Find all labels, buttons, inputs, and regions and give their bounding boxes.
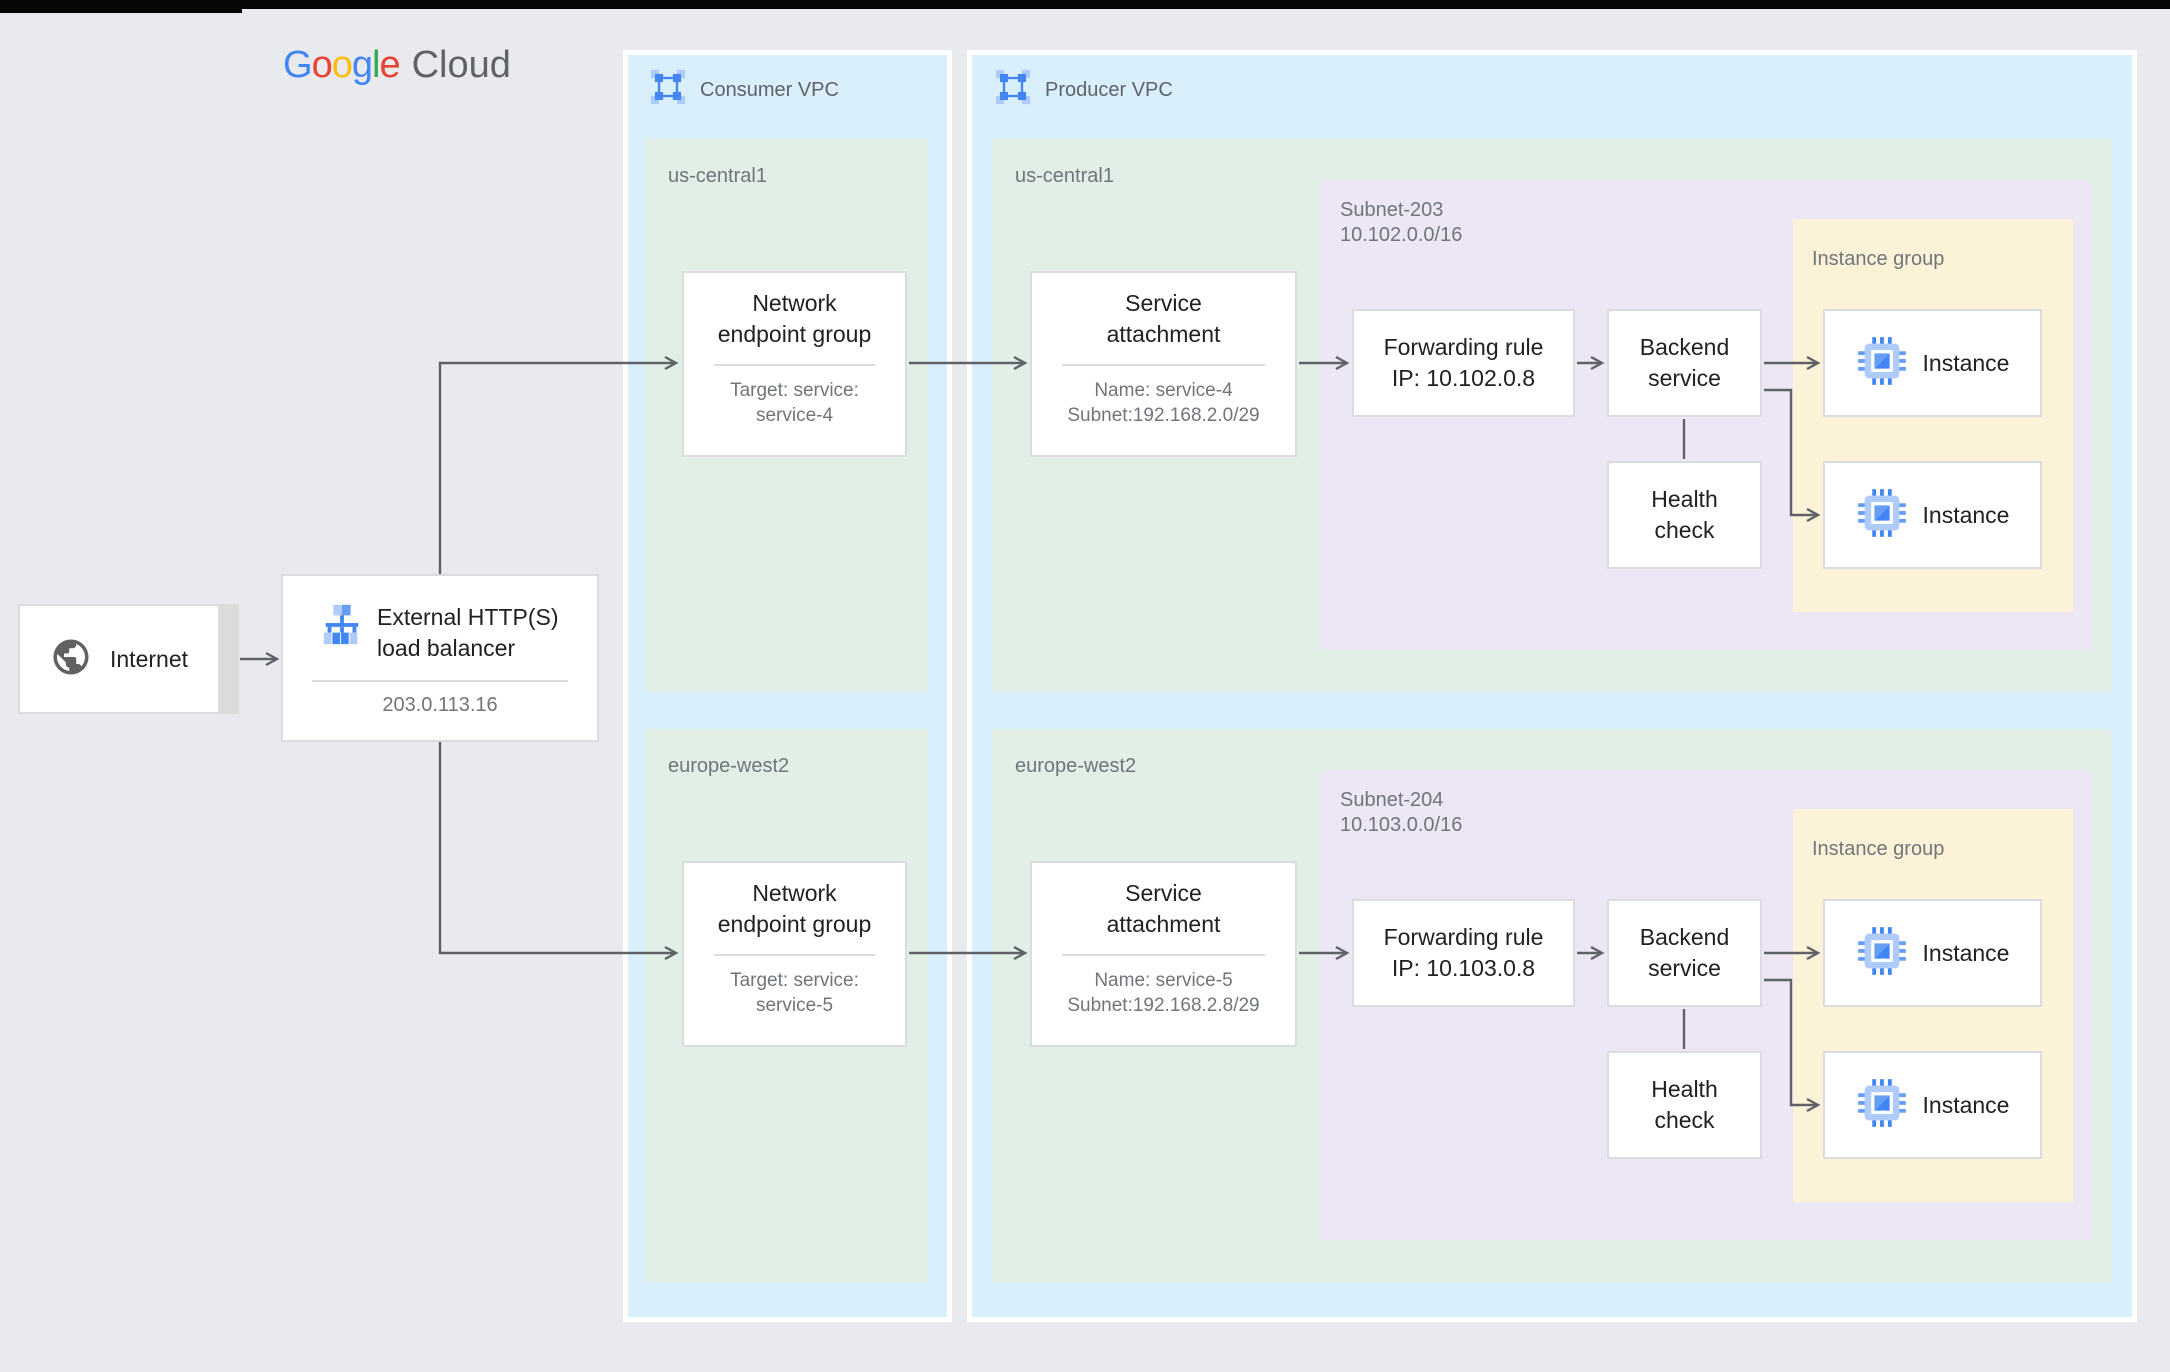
- instance-label: Instance: [1922, 1091, 2010, 1118]
- neg-title: Network endpoint group: [717, 290, 872, 347]
- compute-instance-icon: [1856, 487, 1908, 544]
- instance-group-bottom-label: Instance group: [1812, 838, 1945, 860]
- service-attachment-top: Service attachment Name: service-4 Subne…: [1030, 271, 1297, 457]
- neg-target: Target: service: service-5: [730, 970, 859, 1016]
- producer-vpc-label: Producer VPC: [1045, 78, 1173, 101]
- logo-letter: o: [311, 43, 333, 86]
- subnet-name: Subnet-203: [1340, 199, 1444, 221]
- health-check-top: Health check: [1607, 461, 1762, 569]
- logo-cloud-text: Cloud: [411, 43, 511, 86]
- load-balancer-divider: [312, 680, 568, 682]
- internet-label: Internet: [110, 645, 188, 672]
- divider: [1062, 954, 1265, 956]
- internet-node: Internet: [18, 604, 220, 714]
- logo-letter: l: [371, 43, 381, 86]
- subnet-name: Subnet-204: [1340, 789, 1444, 811]
- consumer-vpc-header: Consumer VPC: [650, 69, 839, 111]
- vpc-network-icon: [650, 69, 686, 111]
- neg-title: Network endpoint group: [717, 880, 872, 937]
- instance-node: Instance: [1823, 461, 2042, 569]
- network-endpoint-group-top: Network endpoint group Target: service: …: [682, 271, 907, 457]
- load-balancer-ip: 203.0.113.16: [382, 694, 498, 716]
- compute-instance-icon: [1856, 925, 1908, 982]
- forwarding-rule-bottom: Forwarding rule IP: 10.103.0.8: [1352, 899, 1575, 1007]
- backend-service-top: Backend service: [1607, 309, 1762, 417]
- logo-letter: o: [331, 43, 353, 86]
- producer-region-europe-west2-label: europe-west2: [1015, 755, 1137, 777]
- instance-label: Instance: [1922, 501, 2010, 528]
- service-attachment-bottom: Service attachment Name: service-5 Subne…: [1030, 861, 1297, 1047]
- instance-node: Instance: [1823, 1051, 2042, 1159]
- neg-target: Target: service: service-4: [730, 380, 859, 426]
- service-attachment-details: Name: service-5 Subnet:192.168.2.8/29: [1067, 970, 1260, 1016]
- compute-instance-icon: [1856, 1077, 1908, 1134]
- consumer-vpc-label: Consumer VPC: [700, 78, 839, 101]
- instance-group-top-label: Instance group: [1812, 248, 1945, 270]
- instance-node: Instance: [1823, 309, 2042, 417]
- internet-box-shadow: [220, 604, 239, 714]
- compute-instance-icon: [1856, 335, 1908, 392]
- logo-letter: g: [351, 43, 373, 86]
- load-balancer-icon: [319, 601, 365, 652]
- globe-icon: [50, 636, 92, 683]
- instance-label: Instance: [1922, 939, 2010, 966]
- logo-letter: G: [283, 43, 313, 86]
- consumer-region-europe-west2-label: europe-west2: [668, 755, 790, 777]
- subnet-204-label: Subnet-204 10.103.0.0/16: [1340, 788, 1462, 838]
- divider: [1062, 364, 1265, 366]
- health-check-bottom: Health check: [1607, 1051, 1762, 1159]
- vpc-network-icon: [995, 69, 1031, 111]
- divider: [714, 954, 875, 956]
- load-balancer-node: External HTTP(S) load balancer 203.0.113…: [281, 574, 599, 742]
- top-edge-bar: [0, 0, 2170, 9]
- consumer-region-us-central1-label: us-central1: [668, 165, 767, 187]
- producer-vpc-header: Producer VPC: [995, 69, 1173, 111]
- instance-label: Instance: [1922, 349, 2010, 376]
- logo-letter: e: [379, 43, 400, 86]
- forwarding-rule-top: Forwarding rule IP: 10.102.0.8: [1352, 309, 1575, 417]
- backend-service-bottom: Backend service: [1607, 899, 1762, 1007]
- service-attachment-title: Service attachment: [1106, 880, 1221, 937]
- producer-region-us-central1-label: us-central1: [1015, 165, 1114, 187]
- subnet-cidr: 10.103.0.0/16: [1340, 814, 1463, 836]
- instance-node: Instance: [1823, 899, 2042, 1007]
- divider: [714, 364, 875, 366]
- subnet-cidr: 10.102.0.0/16: [1340, 224, 1463, 246]
- top-left-bar: [0, 0, 242, 13]
- load-balancer-title: External HTTP(S) load balancer: [377, 604, 559, 661]
- subnet-203-label: Subnet-203 10.102.0.0/16: [1340, 198, 1462, 248]
- service-attachment-details: Name: service-4 Subnet:192.168.2.0/29: [1067, 380, 1260, 426]
- network-endpoint-group-bottom: Network endpoint group Target: service: …: [682, 861, 907, 1047]
- service-attachment-title: Service attachment: [1106, 290, 1221, 347]
